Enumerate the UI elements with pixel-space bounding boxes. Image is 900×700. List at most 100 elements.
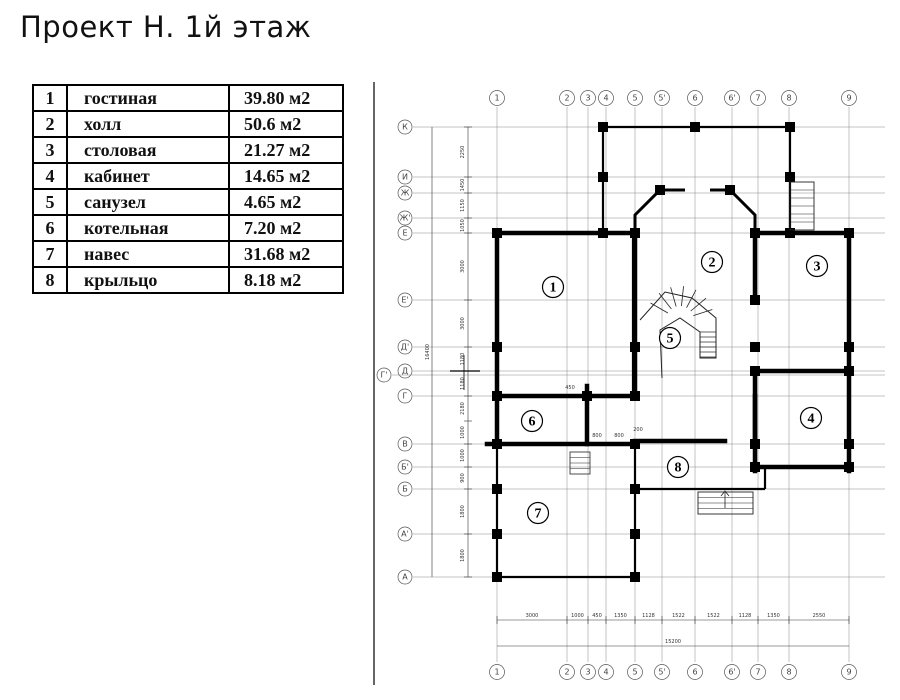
- stair-step: [686, 289, 697, 308]
- dim-label: 1522: [672, 613, 685, 619]
- room-area: 21.27 м2: [228, 136, 344, 164]
- grid-column-label: 3: [585, 668, 590, 677]
- walls: [484, 122, 854, 582]
- grid-column-label: 9: [846, 668, 851, 677]
- grid-row-bubble: [397, 459, 413, 475]
- wall-post: [750, 228, 760, 238]
- wall-post: [492, 391, 502, 401]
- grid-column-label: 2: [564, 94, 569, 103]
- room-label-circle: [700, 250, 724, 274]
- wall-post: [690, 122, 700, 132]
- dim-label: 1350: [767, 613, 780, 619]
- stair-spiral: [639, 286, 717, 379]
- grid-lines: 11223344555'5'666'6'778899КИЖЖ'ЕЕ'Д'ДГВБ…: [373, 82, 885, 685]
- room-label-circle: [526, 501, 550, 525]
- grid-row-bubble: [397, 225, 413, 241]
- room-name: крыльцо: [66, 266, 230, 294]
- room-number: 8: [32, 266, 68, 294]
- wall-post: [630, 439, 640, 449]
- room-name: холл: [66, 110, 230, 138]
- wall-post: [844, 439, 854, 449]
- dim-label: 1000: [460, 426, 466, 439]
- dim-label: 2550: [813, 613, 826, 619]
- wall-post: [844, 462, 854, 472]
- grid-row-bubble: [397, 210, 413, 226]
- grid-row-label: В: [402, 440, 408, 449]
- room-number: 6: [32, 214, 68, 242]
- grid-row-label: А: [402, 573, 408, 582]
- dim-label: 1450: [460, 179, 466, 192]
- grid-row-bubble: [397, 339, 413, 355]
- grid-column-label: 5: [632, 668, 637, 677]
- wall-post: [598, 228, 608, 238]
- room-number: 2: [32, 110, 68, 138]
- grid-column-label: 6: [692, 668, 697, 677]
- wall-post: [492, 439, 502, 449]
- grid-column-label: 5': [658, 668, 665, 677]
- dim-label: 1000: [571, 613, 584, 619]
- rear-steps: [789, 181, 815, 231]
- room-label-circle: [799, 406, 823, 430]
- wall-post: [750, 439, 760, 449]
- room-name: санузел: [66, 188, 230, 216]
- grid-row-bubble: [397, 119, 413, 135]
- dim-label: 450: [565, 385, 575, 391]
- wall-post: [582, 391, 592, 401]
- grid-row-bubble: [397, 526, 413, 542]
- room-label-circle: [805, 254, 829, 278]
- dim-label: 1800: [460, 549, 466, 562]
- dim-label: 1050: [460, 219, 466, 232]
- grid-row-label: Ж': [400, 214, 411, 223]
- wall-post: [725, 185, 735, 195]
- wall-post: [785, 228, 795, 238]
- room-area: 4.65 м2: [228, 188, 344, 216]
- stair-step: [693, 309, 713, 317]
- wall-post: [785, 172, 795, 182]
- grid-column-label: 6': [728, 94, 735, 103]
- grid-column-bubble: [841, 90, 857, 106]
- grid-column-bubble: [598, 90, 614, 106]
- dim-label: 1128: [642, 613, 655, 619]
- grid-column-label: 4: [603, 94, 608, 103]
- wall-post: [630, 484, 640, 494]
- dim-label: 900: [460, 473, 466, 483]
- dim-label: 450: [592, 613, 602, 619]
- grid-row-label: Е: [402, 229, 407, 238]
- grid-row-label: Б: [402, 485, 408, 494]
- grid-column-bubble: [627, 90, 643, 106]
- grid-row-bubble: [397, 292, 413, 308]
- grid-column-bubble: [654, 90, 670, 106]
- dim-label: 2250: [460, 146, 466, 159]
- grid-column-label: 6: [692, 94, 697, 103]
- grid-row-bubble: [397, 388, 413, 404]
- dim-label: 2180: [460, 402, 466, 415]
- wall-post: [492, 342, 502, 352]
- grid-row-bubble: [397, 169, 413, 185]
- grid-column-bubble: [489, 90, 505, 106]
- room-area: 7.20 м2: [228, 214, 344, 242]
- grid-column-label: 7: [755, 94, 760, 103]
- dim-total-label: 15200: [665, 639, 681, 645]
- grid-column-bubble: [781, 90, 797, 106]
- grid-column-bubble: [627, 664, 643, 680]
- wall-post: [750, 462, 760, 472]
- grid-column-bubble: [580, 664, 596, 680]
- room-area: 14.65 м2: [228, 162, 344, 190]
- room-number: 1: [32, 84, 68, 112]
- room-label-circle: [541, 275, 565, 299]
- grid-column-bubble: [781, 664, 797, 680]
- room-label-circle: [658, 326, 682, 350]
- wall-post: [492, 484, 502, 494]
- page-title: Проект Н. 1й этаж: [20, 10, 312, 44]
- room-label-number: 8: [675, 461, 682, 476]
- wall-post: [492, 529, 502, 539]
- wall-post: [630, 342, 640, 352]
- grid-row-bubble: [397, 185, 413, 201]
